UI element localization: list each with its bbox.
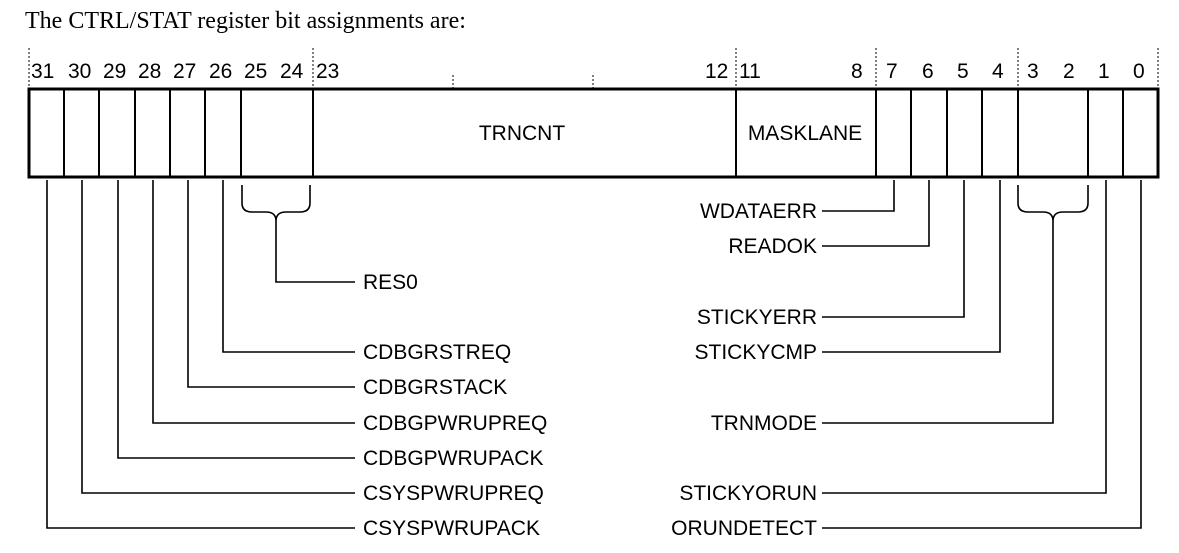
bit-27: 27 [173, 60, 196, 83]
bit-numbers: 31 30 29 28 27 26 25 24 23 12 11 8 7 6 5… [31, 60, 1145, 83]
field-masklane: MASKLANE [748, 122, 862, 145]
bit-25: 25 [244, 60, 267, 83]
bit-2: 2 [1063, 60, 1075, 83]
label-readok: READOK [728, 235, 817, 258]
bit-8: 8 [851, 60, 863, 83]
bit-1: 1 [1098, 60, 1110, 83]
label-stickyerr: STICKYERR [697, 306, 817, 329]
bit-7: 7 [886, 60, 898, 83]
label-stickyorun: STICKYORUN [679, 482, 817, 505]
bit-0: 0 [1133, 60, 1145, 83]
bit-24: 24 [280, 60, 304, 83]
bit-3: 3 [1027, 60, 1039, 83]
bit-6: 6 [922, 60, 934, 83]
label-csyspwrupreq: CSYSPWRUPREQ [363, 482, 544, 505]
connector-lines [46, 180, 1142, 529]
left-labels: RES0 CDBGRSTREQ CDBGRSTACK CDBGPWRUPREQ … [363, 271, 547, 540]
label-orundetect: ORUNDETECT [671, 517, 817, 540]
label-wdataerr: WDATAERR [700, 200, 817, 223]
bit-separators [28, 48, 1159, 88]
label-cdbgpwrupack: CDBGPWRUPACK [363, 447, 543, 470]
label-csyspwrupack: CSYSPWRUPACK [363, 517, 540, 540]
label-cdbgpwrupreq: CDBGPWRUPREQ [363, 412, 547, 435]
bit-29: 29 [103, 60, 126, 83]
bit-28: 28 [138, 60, 161, 83]
right-labels: WDATAERR READOK STICKYERR STICKYCMP TRNM… [671, 200, 817, 540]
bit-11: 11 [739, 60, 761, 83]
label-stickycmp: STICKYCMP [694, 341, 817, 364]
field-trncnt: TRNCNT [479, 122, 565, 145]
label-cdbgrstreq: CDBGRSTREQ [363, 341, 511, 364]
bit-31: 31 [31, 60, 54, 83]
bit-12: 12 [705, 60, 728, 83]
label-trnmode: TRNMODE [711, 412, 817, 435]
label-res0: RES0 [363, 271, 418, 294]
bit-30: 30 [68, 60, 91, 83]
bit-4: 4 [992, 60, 1004, 83]
bit-23: 23 [316, 60, 339, 83]
intro-text: The CTRL/STAT register bit assignments a… [25, 8, 466, 34]
label-cdbgrstack: CDBGRSTACK [363, 376, 507, 399]
register-box [27, 87, 1160, 179]
bit-26: 26 [209, 60, 232, 83]
bit-5: 5 [957, 60, 969, 83]
